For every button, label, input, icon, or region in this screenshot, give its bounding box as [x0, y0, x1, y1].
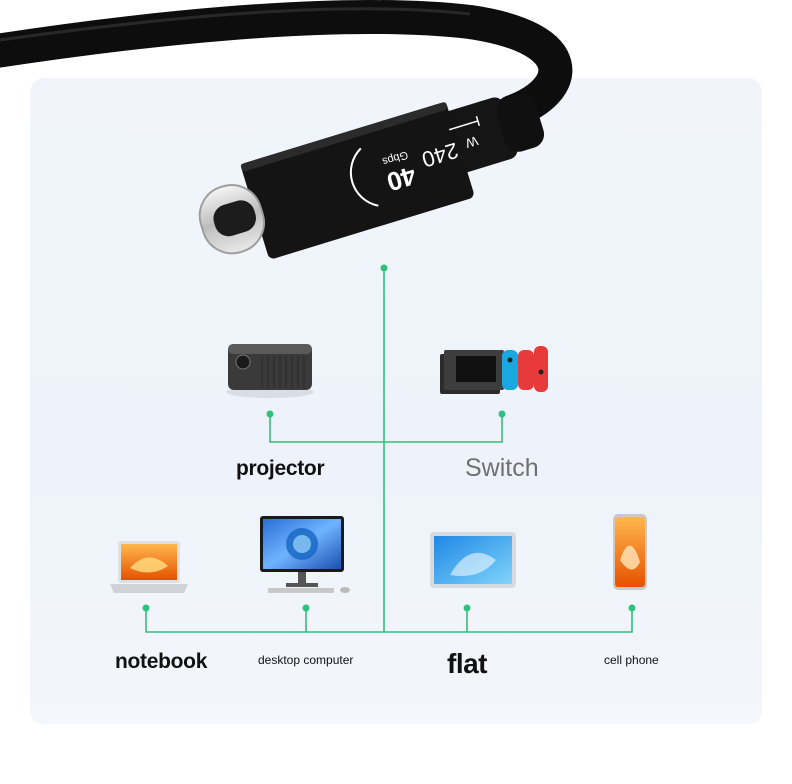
projector-icon	[226, 344, 314, 398]
usb-c-cable	[0, 0, 573, 175]
game-console-icon	[440, 346, 548, 394]
tablet-icon	[430, 532, 516, 588]
connection-lines	[145, 268, 633, 633]
desktop-computer-icon	[260, 516, 350, 593]
projector-label: projector	[236, 457, 325, 480]
switch-label: Switch	[465, 454, 539, 482]
speed-marking: 40 Gbps 240 W	[349, 115, 481, 207]
cell-phone-icon	[613, 514, 647, 590]
power-unit: W	[463, 133, 480, 151]
desktop-computer-label: desktop computer	[258, 653, 354, 667]
usb-c-connector: 40 Gbps 240 W	[198, 102, 481, 259]
cell-phone-label: cell phone	[604, 653, 659, 667]
connection-dots	[142, 264, 636, 612]
flat-label: flat	[447, 648, 488, 679]
notebook-label: notebook	[115, 650, 208, 673]
laptop-icon	[110, 541, 188, 593]
